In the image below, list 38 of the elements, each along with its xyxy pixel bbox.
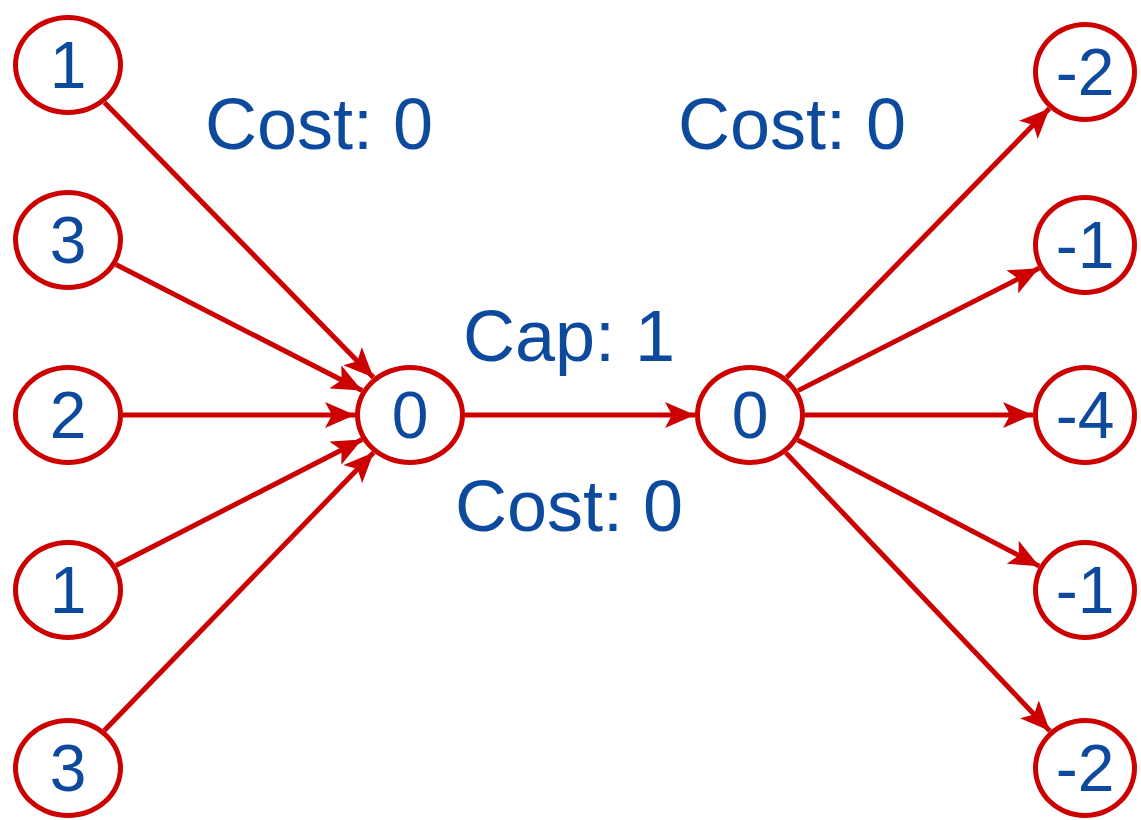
- arrow: [784, 106, 1052, 380]
- node-value: 3: [49, 735, 87, 801]
- arrow: [102, 100, 376, 380]
- node-value: -2: [1055, 735, 1115, 801]
- circle-node: [13, 718, 123, 818]
- node-value: -1: [1055, 212, 1115, 278]
- cost-label: Cost: 0: [678, 88, 907, 160]
- arrow: [796, 266, 1041, 393]
- circle-node: [355, 365, 465, 465]
- node-value: 3: [49, 207, 87, 273]
- circle-node: [13, 190, 123, 290]
- node-value: -2: [1055, 39, 1115, 105]
- node-value: 2: [49, 382, 87, 448]
- circle-node: [1033, 22, 1137, 122]
- circle-node: [13, 15, 123, 115]
- circle-node: [1033, 365, 1137, 465]
- cost-label: Cost: 0: [205, 88, 434, 160]
- arrow: [465, 402, 695, 428]
- node-value: -4: [1055, 382, 1115, 448]
- circle-node: [695, 365, 805, 465]
- cost-label: Cost: 0: [455, 470, 684, 542]
- circle-node: [13, 365, 123, 465]
- node-value: 1: [49, 557, 87, 623]
- circle-node: [1033, 540, 1137, 640]
- circle-node: [13, 540, 123, 640]
- arrow: [102, 450, 376, 733]
- arrow: [123, 402, 355, 428]
- node-value: 0: [731, 382, 769, 448]
- node-value: -1: [1055, 557, 1115, 623]
- node-value: 1: [49, 32, 87, 98]
- arrow: [805, 402, 1033, 428]
- node-value: 0: [391, 382, 429, 448]
- arrow: [796, 437, 1041, 569]
- arrow: [784, 451, 1052, 733]
- circle-node: [1033, 718, 1137, 818]
- arrow: [114, 262, 364, 393]
- arrow: [114, 437, 364, 568]
- circle-node: [1033, 195, 1137, 295]
